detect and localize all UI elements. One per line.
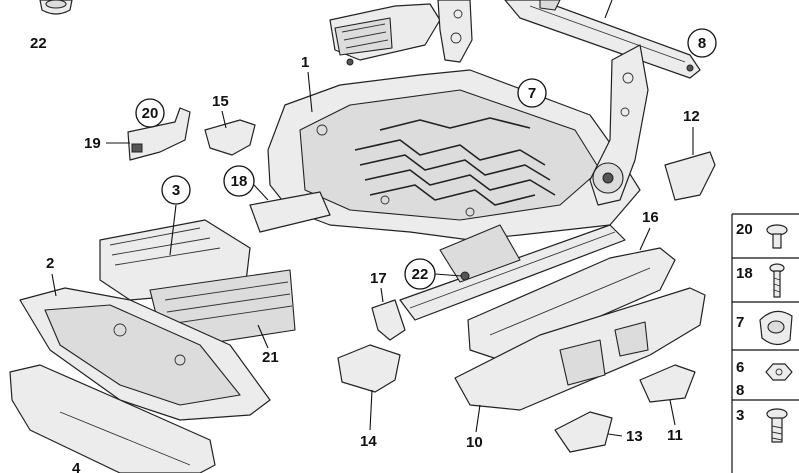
label-14: 14 (360, 433, 377, 450)
label-17: 17 (370, 270, 387, 287)
part-2-seat-pan (19, 287, 271, 421)
label-8: 8 (698, 35, 706, 52)
part-16-side-trim (467, 247, 676, 361)
label-2: 2 (46, 255, 54, 272)
seat-motor-module (329, 3, 441, 66)
label-12: 12 (683, 108, 700, 125)
part-12-cover (664, 151, 716, 201)
legend-label-7: 7 (736, 314, 744, 331)
label-15: 15 (212, 93, 229, 110)
backrest-side-plate (589, 44, 649, 206)
label-4: 4 (72, 460, 81, 473)
callout-circle-8 (687, 28, 717, 58)
part-17-clip (371, 299, 406, 341)
part-4-front-trim (9, 364, 216, 473)
label-13: 13 (626, 428, 643, 445)
part-13-switch-knob (554, 411, 613, 453)
part-22-cap (39, 0, 73, 15)
hex-nut-icon (765, 363, 793, 381)
part-14-trim-cap (337, 344, 401, 393)
label-21: 21 (262, 349, 279, 366)
part-19-bracket (127, 107, 191, 161)
label-19: 19 (84, 135, 101, 152)
seat-slide-rails (249, 191, 626, 321)
label-1: 1 (301, 54, 309, 71)
legend-label-18: 18 (736, 265, 753, 282)
label-11: 11 (667, 427, 683, 444)
label-18: 18 (231, 173, 248, 190)
backrest-hinge-bracket (437, 0, 473, 63)
legend-label-8: 8 (736, 382, 744, 399)
long-screw-icon (769, 263, 785, 298)
clamp-clip-icon (759, 310, 793, 346)
callout-circle-3 (161, 175, 191, 205)
legend-label-6: 6 (736, 359, 744, 376)
legend-label-20: 20 (736, 221, 753, 238)
label-20: 20 (142, 105, 159, 122)
label-16: 16 (642, 209, 659, 226)
part-10-outer-trim (454, 287, 706, 411)
label-22-mid: 22 (412, 266, 429, 283)
label-10: 10 (466, 434, 483, 451)
hardware-legend: 20 18 7 6 8 3 (731, 213, 799, 473)
callout-circle-18 (223, 165, 255, 197)
label-7: 7 (528, 85, 536, 102)
part-15-trim-cover (204, 119, 256, 156)
part-11-switch-knob (639, 364, 696, 403)
pan-head-screw-icon (766, 224, 788, 249)
part-8-adjuster-rail (504, 0, 701, 79)
collar-screw-icon (766, 408, 788, 443)
callout-circle-20 (135, 98, 165, 128)
label-22-top: 22 (30, 35, 47, 52)
label-3: 3 (172, 182, 180, 199)
seat-spring-mat (354, 117, 556, 206)
legend-label-3: 3 (736, 407, 744, 424)
callout-circle-7 (517, 78, 547, 108)
